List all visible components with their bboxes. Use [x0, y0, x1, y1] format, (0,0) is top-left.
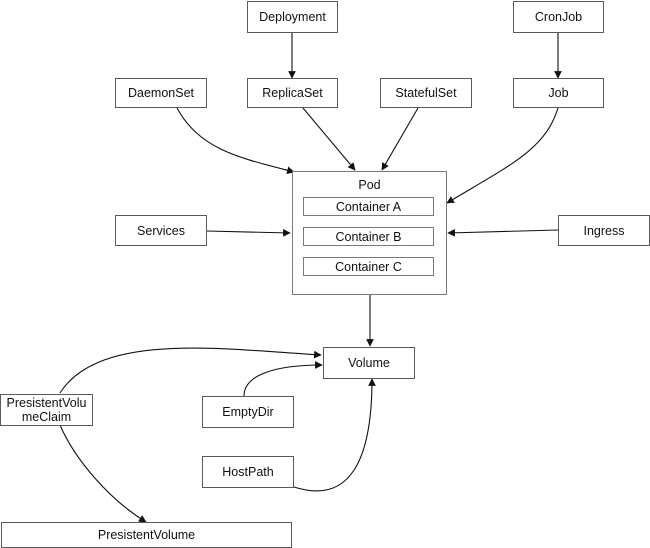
edge-replicaset-pod: [302, 107, 356, 171]
node-job: Job: [513, 78, 604, 108]
edge-statefulset-pod: [381, 107, 419, 171]
node-services: Services: [115, 215, 207, 246]
node-daemonset: DaemonSet: [115, 78, 207, 108]
container-c: Container C: [303, 257, 434, 276]
node-emptydir: EmptyDir: [202, 396, 294, 428]
node-pv: PresistentVolume: [1, 522, 292, 548]
edge-ingress-pod: [447, 228, 559, 237]
edge-emptydir-volume: [243, 361, 323, 397]
node-volume: Volume: [323, 347, 415, 379]
node-ingress: Ingress: [558, 215, 650, 246]
node-pvc: PresistentVolumeClaim: [0, 394, 93, 426]
edge-services-pod: [206, 228, 291, 237]
edge-pvc-pv: [59, 424, 147, 523]
edge-hostpath-volume: [293, 378, 376, 492]
edge-pvc-volume: [59, 347, 322, 394]
node-statefulset: StatefulSet: [380, 78, 472, 108]
node-replicaset: ReplicaSet: [247, 78, 338, 108]
node-hostpath: HostPath: [202, 456, 294, 488]
pod-box: Pod Container A Container B Container C: [292, 171, 447, 295]
node-cronjob: CronJob: [513, 1, 604, 33]
pod-title: Pod: [358, 178, 381, 192]
edge-daemonset-pod: [176, 107, 295, 174]
edge-job-pod: [446, 107, 559, 204]
container-b: Container B: [303, 227, 434, 246]
node-deployment: Deployment: [247, 1, 338, 33]
container-a: Container A: [303, 197, 434, 216]
